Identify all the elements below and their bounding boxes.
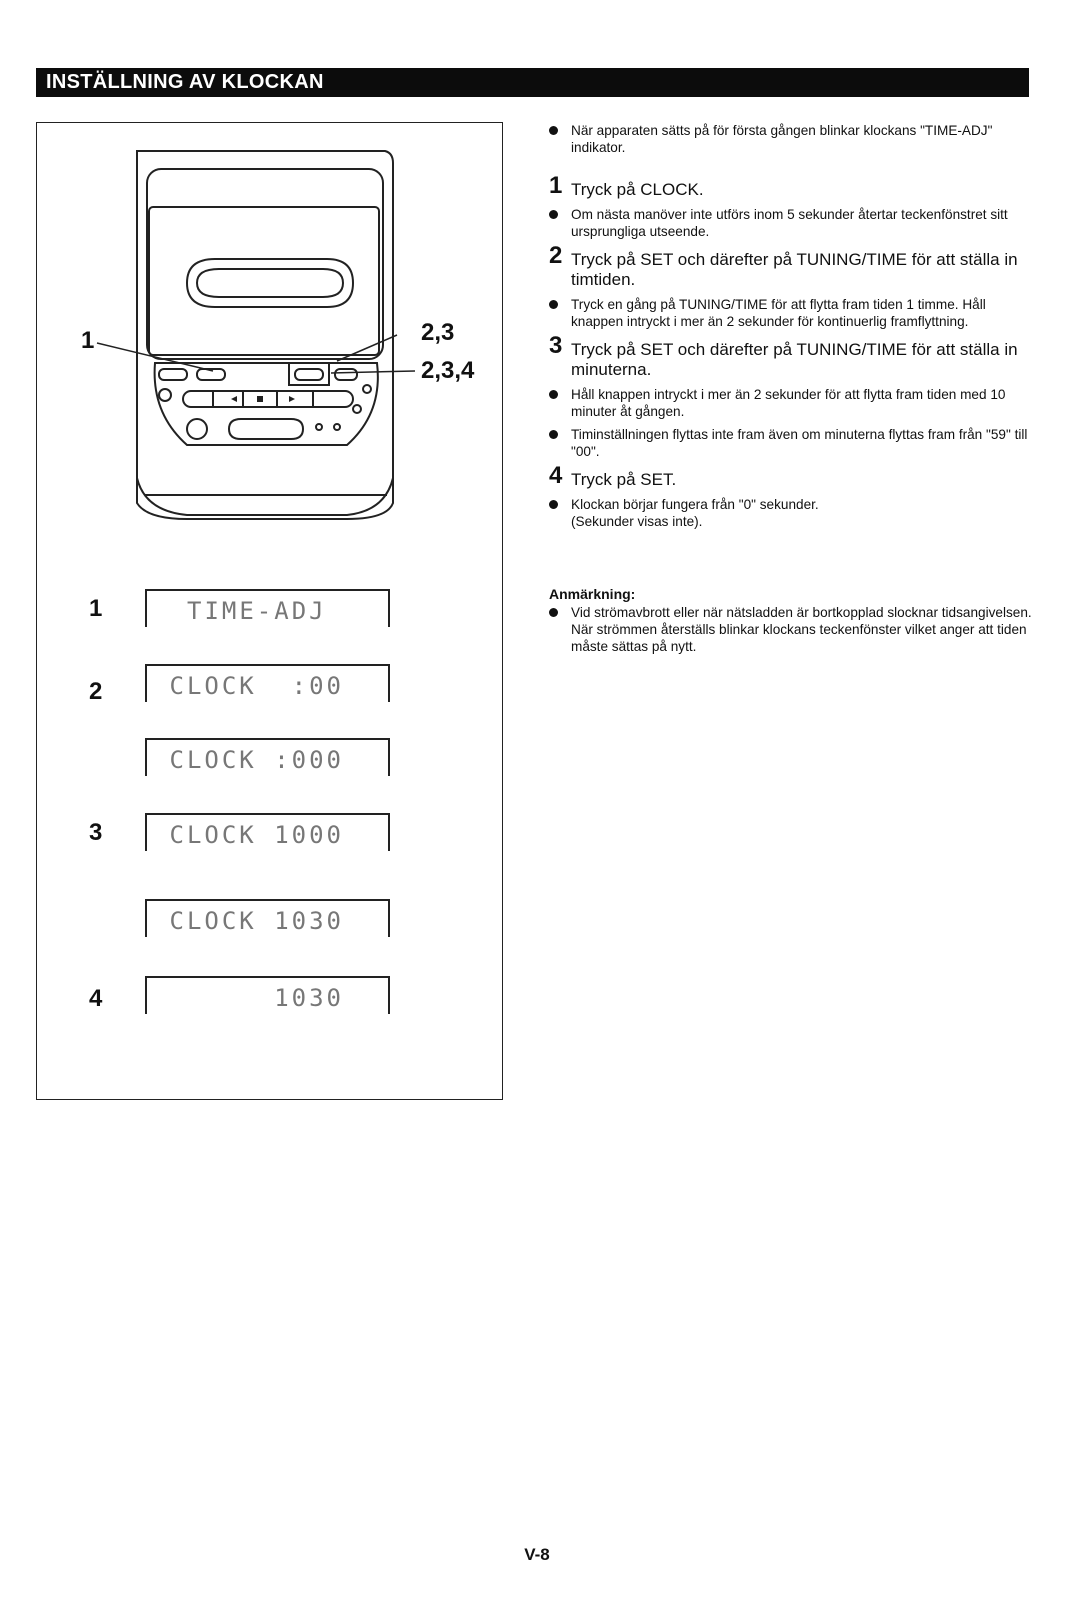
step-note: Om nästa manöver inte utförs inom 5 seku…: [549, 206, 1034, 240]
step-text: Tryck på SET.: [571, 470, 677, 489]
display-step-num: 4: [89, 985, 103, 1012]
step-note: Tryck en gång på TUNING/TIME för att fly…: [549, 296, 1034, 330]
lcd-display: CLOCK :00: [145, 664, 390, 702]
step-number: 4: [549, 462, 563, 489]
lcd-text: TIME-ADJ: [187, 597, 327, 625]
lcd-text: CLOCK 1000: [169, 821, 344, 849]
step-1: 1 Tryck på CLOCK.: [549, 174, 1034, 200]
lcd-display: CLOCK 1030: [145, 899, 390, 937]
step-number: 2: [549, 242, 563, 269]
display-step-num: 3: [89, 819, 103, 846]
lcd-display: CLOCK :000: [145, 738, 390, 776]
step-text: Tryck på SET och därefter på TUNING/TIME…: [571, 340, 1018, 379]
callout-2-3-4: 2,3,4: [421, 357, 475, 384]
step-3: 3 Tryck på SET och därefter på TUNING/TI…: [549, 334, 1034, 380]
callout-1: 1: [81, 327, 95, 354]
lcd-text: 1030: [274, 984, 344, 1012]
step-note: Håll knappen intryckt i mer än 2 sekunde…: [549, 386, 1034, 420]
lcd-display: 1030: [145, 976, 390, 1014]
step-note: Klockan börjar fungera från "0" sekunder…: [549, 496, 1034, 513]
callout-2-3: 2,3: [421, 319, 455, 346]
instructions-column: När apparaten sätts på för första gången…: [549, 122, 1034, 655]
remark-heading: Anmärkning:: [549, 586, 636, 602]
intro-note: När apparaten sätts på för första gången…: [549, 122, 1034, 156]
lcd-text: CLOCK :000: [169, 746, 344, 774]
step-2: 2 Tryck på SET och därefter på TUNING/TI…: [549, 244, 1034, 290]
remark-note-line: När strömmen återställs blinkar klockans…: [571, 622, 1027, 654]
lcd-text: CLOCK :00: [169, 672, 344, 700]
step-text: Tryck på CLOCK.: [571, 180, 704, 199]
lcd-display: CLOCK 1000: [145, 813, 390, 851]
step-4: 4 Tryck på SET.: [549, 464, 1034, 490]
display-step-num: 2: [89, 678, 103, 705]
step-text: Tryck på SET och därefter på TUNING/TIME…: [571, 250, 1018, 289]
remark-note: Vid strömavbrott eller när nätsladden är…: [549, 604, 1034, 621]
section-header-bar: INSTÄLLNING AV KLOCKAN: [36, 68, 1029, 97]
step-note-line: Klockan börjar fungera från "0" sekunder…: [571, 497, 819, 512]
lcd-text: CLOCK 1030: [169, 907, 344, 935]
step-number: 1: [549, 172, 563, 199]
display-step-num: 1: [89, 595, 103, 622]
page-number: V-8: [524, 1545, 550, 1564]
section-title: INSTÄLLNING AV KLOCKAN: [46, 71, 324, 93]
lcd-display: TIME-ADJ: [145, 589, 390, 627]
step-number: 3: [549, 332, 563, 359]
step-note-line: (Sekunder visas inte).: [571, 514, 703, 529]
figure-frame: 1 2,3 2,3,4 1 TIME-ADJ 2 CLOCK :00 CLOCK…: [36, 122, 503, 1100]
device-illustration: [96, 150, 416, 520]
step-note: Timinställningen flyttas inte fram även …: [549, 426, 1034, 460]
